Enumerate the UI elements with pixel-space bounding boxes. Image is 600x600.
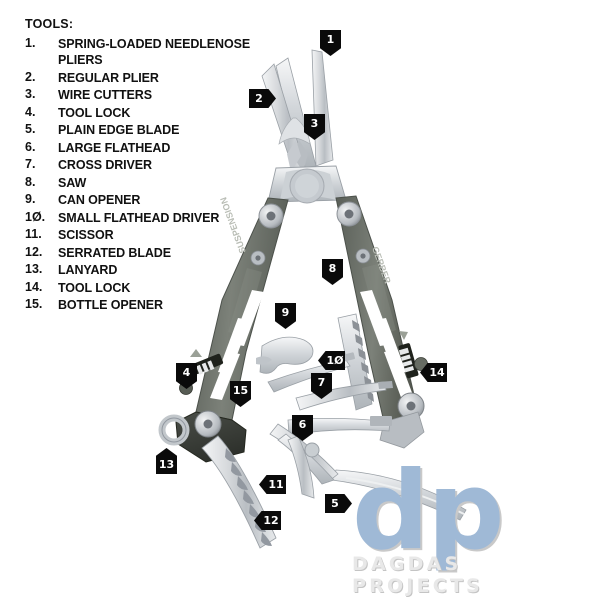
tools-list-item: 1Ø. SMALL FLATHEAD DRIVER	[25, 210, 260, 226]
tools-list-item-number: 7.	[25, 157, 36, 171]
tools-list-item: 2. REGULAR PLIER	[25, 70, 260, 86]
tools-list-item-number: 13.	[25, 262, 43, 276]
tools-list-item: 3. WIRE CUTTERS	[25, 87, 260, 103]
callout-marker-9: 9	[275, 303, 296, 329]
callout-marker-5: 5	[325, 494, 352, 513]
tools-list-item-number: 6.	[25, 139, 36, 154]
callout-marker-14: 14	[420, 363, 447, 382]
tools-list-item-label: SCISSOR	[58, 228, 114, 242]
tools-list-item-label: TOOL LOCK	[58, 280, 131, 295]
tools-list-item-label: BOTTLE OPENER	[58, 298, 163, 312]
tools-list-item-label: SAW	[58, 175, 87, 190]
callout-marker-11: 11	[259, 475, 286, 494]
tools-list-item-label: SERRATED BLADE	[58, 245, 171, 260]
tools-list-item-label: SMALL FLATHEAD DRIVER	[58, 210, 220, 225]
tools-list-item: 11. SCISSOR	[25, 227, 260, 243]
tools-list-item: 8. SAW	[25, 175, 260, 191]
tools-list-item: 1. SPRING-LOADED NEEDLENOSE PLIERS	[25, 36, 260, 68]
plain-edge-blade-tool	[331, 469, 467, 521]
tools-list-item-label: REGULAR PLIER	[58, 70, 159, 85]
tools-list-item: 14. TOOL LOCK	[25, 280, 260, 296]
tools-list-item-number: 4.	[25, 104, 36, 119]
callout-marker-4: 4	[176, 363, 197, 389]
tools-list-item: 9. CAN OPENER	[25, 192, 260, 208]
tools-list-item-label: TOOL LOCK	[58, 105, 131, 120]
tools-list-item-number: 8.	[25, 174, 36, 189]
tools-list-item-number: 2.	[25, 69, 36, 84]
tools-list-item: 6. LARGE FLATHEAD	[25, 140, 260, 156]
tools-list-item: 12. SERRATED BLADE	[25, 245, 260, 261]
callout-marker-7: 7	[311, 373, 332, 399]
tools-list-item-number: 1Ø.	[25, 209, 46, 224]
tools-list-item-label: PLAIN EDGE BLADE	[58, 123, 180, 137]
tools-list-item: 5. PLAIN EDGE BLADE	[25, 122, 260, 138]
tools-list-item: 4. TOOL LOCK	[25, 105, 260, 121]
tools-list-item-label: WIRE CUTTERS	[58, 88, 152, 102]
tools-list-item-label: CAN OPENER	[58, 193, 141, 207]
tools-list-item-number: 3.	[25, 87, 36, 101]
callout-marker-6: 6	[292, 415, 313, 441]
callout-marker-1Ø: 1Ø	[318, 351, 345, 370]
tools-list-item-number: 1.	[25, 36, 36, 50]
tools-list: TOOLS: 1. SPRING-LOADED NEEDLENOSE PLIERS…	[25, 17, 260, 315]
callout-marker-8: 8	[322, 259, 343, 285]
tools-list-item-number: 15.	[25, 297, 43, 311]
tools-list-item-label: LANYARD	[58, 263, 118, 277]
callout-marker-3: 3	[304, 114, 325, 140]
callout-marker-13: 13	[156, 448, 177, 474]
tools-list-item-label: CROSS DRIVER	[58, 158, 152, 172]
tools-list-item-number: 14.	[25, 279, 43, 294]
callout-marker-2: 2	[249, 89, 276, 108]
tools-list-item: 13. LANYARD	[25, 262, 260, 278]
tools-list-item-label: LARGE FLATHEAD	[58, 140, 171, 155]
callout-marker-12: 12	[254, 511, 281, 530]
tools-list-item-number: 11.	[25, 227, 42, 241]
tools-list-item: 7. CROSS DRIVER	[25, 157, 260, 173]
tools-list-item-label: SPRING-LOADED NEEDLENOSE PLIERS	[58, 37, 251, 67]
handle-brand-suspension: SUSPENSION	[218, 196, 248, 255]
left-handle: SUSPENSION	[158, 196, 289, 463]
tools-list-item-number: 9.	[25, 192, 36, 206]
tools-list-title: TOOLS:	[25, 17, 74, 31]
plier-jaws	[261, 49, 347, 204]
callout-marker-15: 15	[230, 381, 251, 407]
tools-list-item-number: 12.	[25, 244, 43, 259]
tools-list-item: 15. BOTTLE OPENER	[25, 297, 260, 313]
can-opener-tool	[256, 336, 314, 374]
callout-marker-1: 1	[320, 30, 341, 56]
tools-list-item-number: 5.	[25, 122, 36, 136]
large-flathead-tool	[287, 416, 392, 436]
scissor-tool	[269, 423, 339, 499]
